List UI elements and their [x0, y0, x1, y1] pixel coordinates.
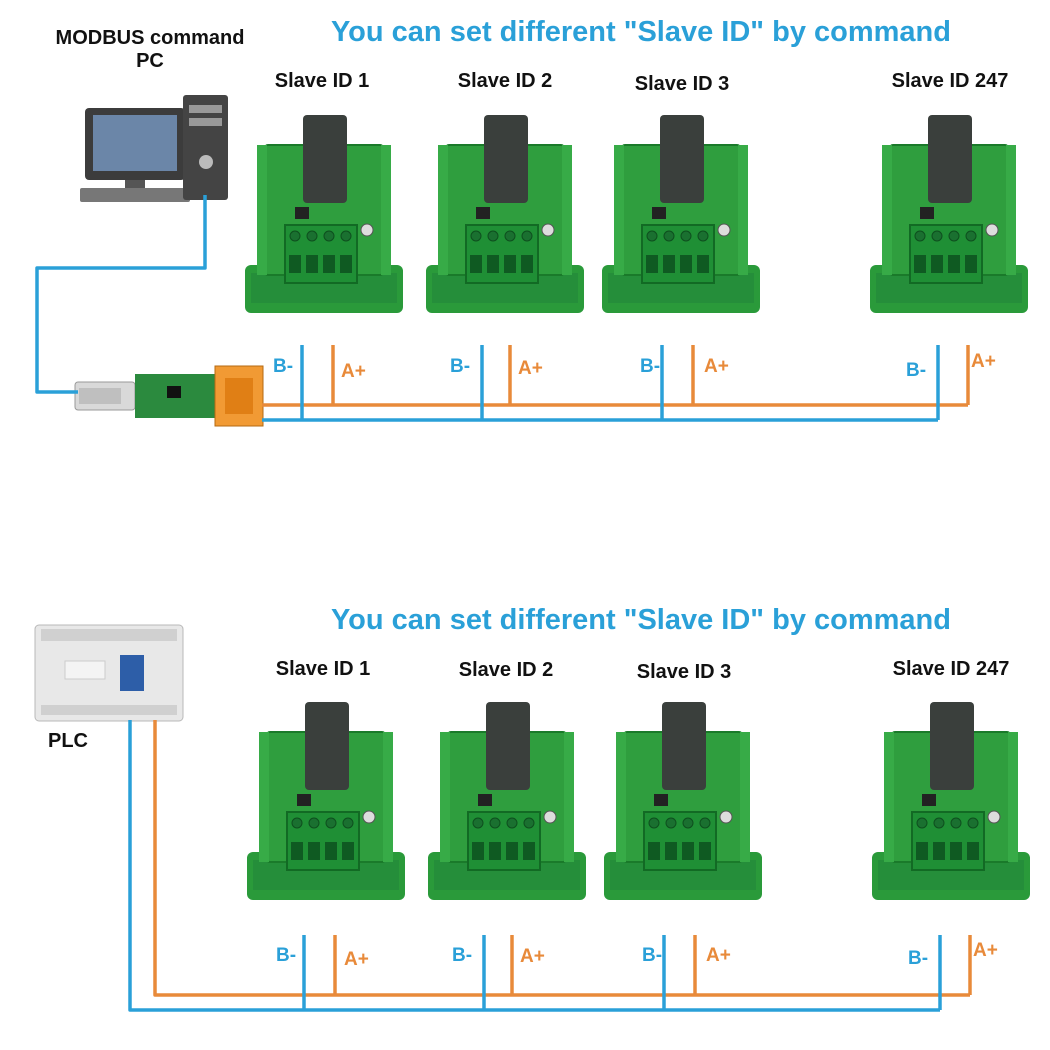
plc-icon	[34, 624, 184, 722]
section-1-heading: You can set different "Slave ID" by comm…	[330, 16, 951, 48]
slave-module-4b	[872, 702, 1030, 900]
slave-module-4a	[870, 115, 1028, 313]
b-label-1b: B-	[276, 945, 297, 966]
a-bus-2	[153, 720, 970, 997]
b-label-3b: B-	[642, 945, 663, 966]
slave-module-1b	[247, 702, 405, 900]
a-label-4a: A+	[971, 351, 996, 372]
b-label-2b: B-	[452, 945, 473, 966]
slave-label-3b: Slave ID 3	[636, 661, 732, 683]
b-label-3a: B-	[640, 356, 661, 377]
slave-module-3b	[604, 702, 762, 900]
plc-label: PLC	[48, 730, 88, 752]
b-label-2a: B-	[450, 356, 471, 377]
a-label-2a: A+	[518, 358, 543, 379]
slave-label-4b: Slave ID 247	[892, 658, 1010, 680]
slave-module-1a	[245, 115, 403, 313]
a-label-3a: A+	[704, 356, 729, 377]
a-label-1b: A+	[344, 949, 369, 970]
pc-label-line2: PC	[136, 50, 164, 72]
usb-rs485-adapter-icon	[74, 365, 264, 427]
b-bus-2	[128, 720, 940, 1012]
desktop-computer-icon	[80, 95, 228, 202]
pc-label: MODBUS command PC	[40, 27, 260, 73]
pc-usb-cable	[35, 195, 207, 394]
slave-label-1b: Slave ID 1	[275, 658, 371, 680]
pc-label-line1: MODBUS command	[55, 27, 245, 49]
slave-module-3a	[602, 115, 760, 313]
b-label-4a: B-	[906, 360, 927, 381]
slave-module-2a	[426, 115, 584, 313]
slave-label-1a: Slave ID 1	[274, 70, 370, 92]
b-label-1a: B-	[273, 356, 294, 377]
b-label-4b: B-	[908, 948, 929, 969]
slave-label-3a: Slave ID 3	[634, 73, 730, 95]
a-label-3b: A+	[706, 945, 731, 966]
slave-label-2b: Slave ID 2	[458, 659, 554, 681]
a-label-2b: A+	[520, 946, 545, 967]
section-2-heading: You can set different "Slave ID" by comm…	[330, 604, 951, 636]
a-label-1a: A+	[341, 361, 366, 382]
slave-module-2b	[428, 702, 586, 900]
slave-label-2a: Slave ID 2	[457, 70, 553, 92]
slave-label-4a: Slave ID 247	[891, 70, 1009, 92]
a-label-4b: A+	[973, 940, 998, 961]
